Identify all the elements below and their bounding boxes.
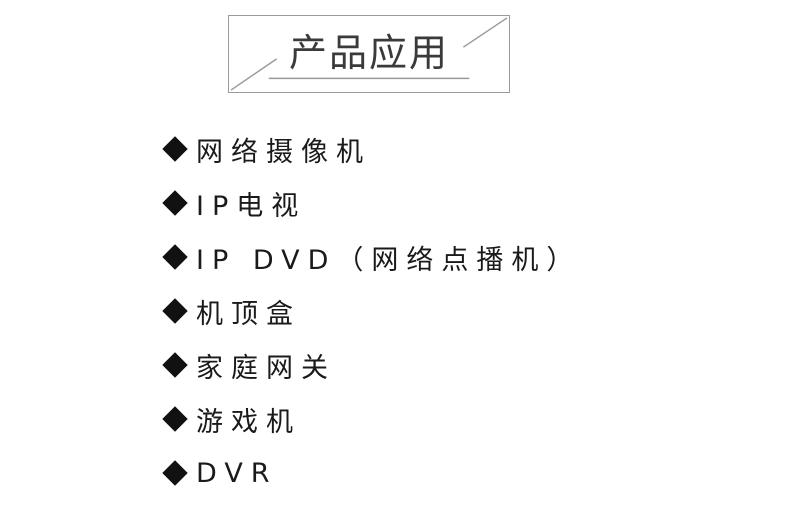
list-item-label: 网络摄像机	[196, 136, 371, 168]
list-item-label: 机顶盒	[196, 298, 301, 330]
list-item: IP电视	[160, 176, 581, 230]
list-item-label: IP电视	[196, 190, 307, 222]
diamond-bullet-icon	[162, 298, 188, 324]
diamond-bullet-icon	[162, 460, 188, 486]
section-title-frame: 产品应用	[228, 15, 510, 93]
list-item-label: IP DVD（网络点播机）	[196, 244, 582, 276]
title-frame-decoration	[230, 17, 508, 91]
list-item-label: DVR	[196, 457, 278, 489]
diamond-bullet-icon	[162, 190, 188, 216]
list-item-label: 游戏机	[196, 406, 301, 438]
list-item: IP DVD（网络点播机）	[160, 230, 581, 284]
diamond-bullet-icon	[162, 136, 188, 162]
page-title: 产品应用	[288, 31, 449, 75]
list-item: 游戏机	[160, 392, 581, 446]
application-list: 网络摄像机 IP电视 IP DVD（网络点播机） 机顶盒 家庭网关 游戏机 DV…	[160, 122, 581, 500]
list-item: 机顶盒	[160, 284, 581, 338]
diamond-bullet-icon	[162, 244, 188, 270]
list-item: DVR	[160, 446, 581, 500]
diamond-bullet-icon	[162, 352, 188, 378]
list-item: 网络摄像机	[160, 122, 581, 176]
frame-diagonal-left	[230, 58, 278, 91]
diamond-bullet-icon	[162, 406, 188, 432]
frame-diagonal-right	[462, 17, 508, 48]
list-item-label: 家庭网关	[196, 352, 336, 384]
list-item: 家庭网关	[160, 338, 581, 392]
